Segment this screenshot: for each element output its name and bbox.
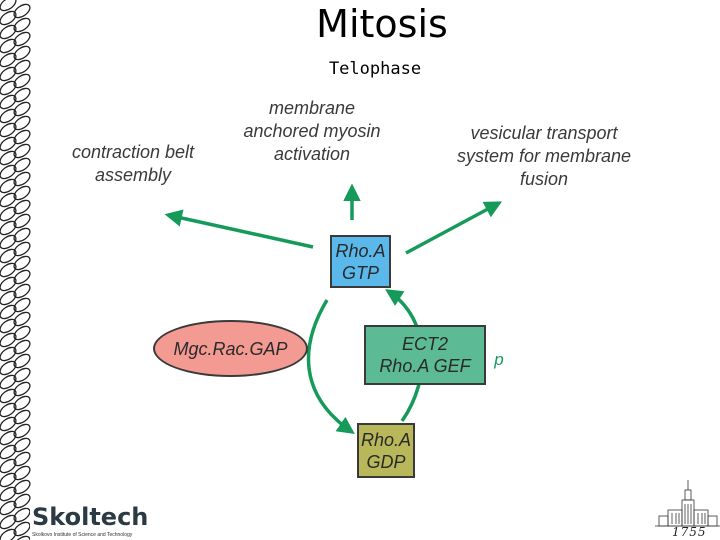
arrow-to-contraction (164, 209, 314, 249)
outcome-vesicular-line-2: system for membrane (456, 146, 632, 166)
ect2-line-2: Rho.A GEF (379, 356, 471, 376)
rhoa-gtp-line-1: Rho.A (335, 240, 386, 261)
rhoa-gtp-line-2: GTP (341, 262, 379, 283)
skoltech-logo: Skoltech Skolkovo Institute of Science a… (30, 503, 152, 540)
outcome-myosin-line-1: membrane (268, 98, 356, 118)
outcome-myosin-line-2: anchored myosin (243, 121, 381, 141)
logo-tagline: Skolkovo Institute of Science and Techno… (32, 532, 133, 538)
outcome-vesicular-line-1: vesicular transport (470, 123, 618, 143)
university-building-icon (655, 480, 720, 527)
arrow-to-vesicular (405, 201, 503, 255)
page-title: Mitosis (316, 2, 448, 46)
mgcracgap-ellipse: Mgc.Rac.GAP (153, 320, 308, 377)
phospho-label: p (494, 350, 504, 369)
outcome-vesicular-line-3: fusion (519, 169, 569, 189)
rhoa-gdp-line-1: Rho.A (360, 429, 412, 450)
mgcracgap-label: Mgc.Rac.GAP (173, 338, 288, 359)
ect2-gef-box: ECT2 Rho.A GEF (364, 325, 486, 385)
outcome-myosin-activation: membrane anchored myosin activation (232, 97, 392, 166)
rhoa-gdp-line-2: GDP (366, 451, 406, 472)
outcome-vesicular-transport: vesicular transport system for membrane … (428, 122, 660, 191)
rhoa-gdp-box: Rho.A GDP (357, 423, 415, 478)
logo-name: Skoltech (32, 503, 149, 531)
ect2-line-1: ECT2 (401, 334, 448, 354)
decorative-border (0, 0, 31, 540)
outcome-myosin-line-3: activation (273, 144, 351, 164)
arrow-gtp-to-gdp (306, 299, 355, 434)
outcome-contraction-belt: contraction belt assembly (48, 141, 218, 187)
emblem-year: 1755 (672, 525, 707, 539)
outcome-contraction-line-2: assembly (94, 165, 172, 185)
outcome-contraction-line-1: contraction belt (71, 142, 195, 162)
page-subtitle: Telophase (328, 59, 422, 79)
rhoa-gtp-box: Rho.A GTP (330, 235, 391, 288)
